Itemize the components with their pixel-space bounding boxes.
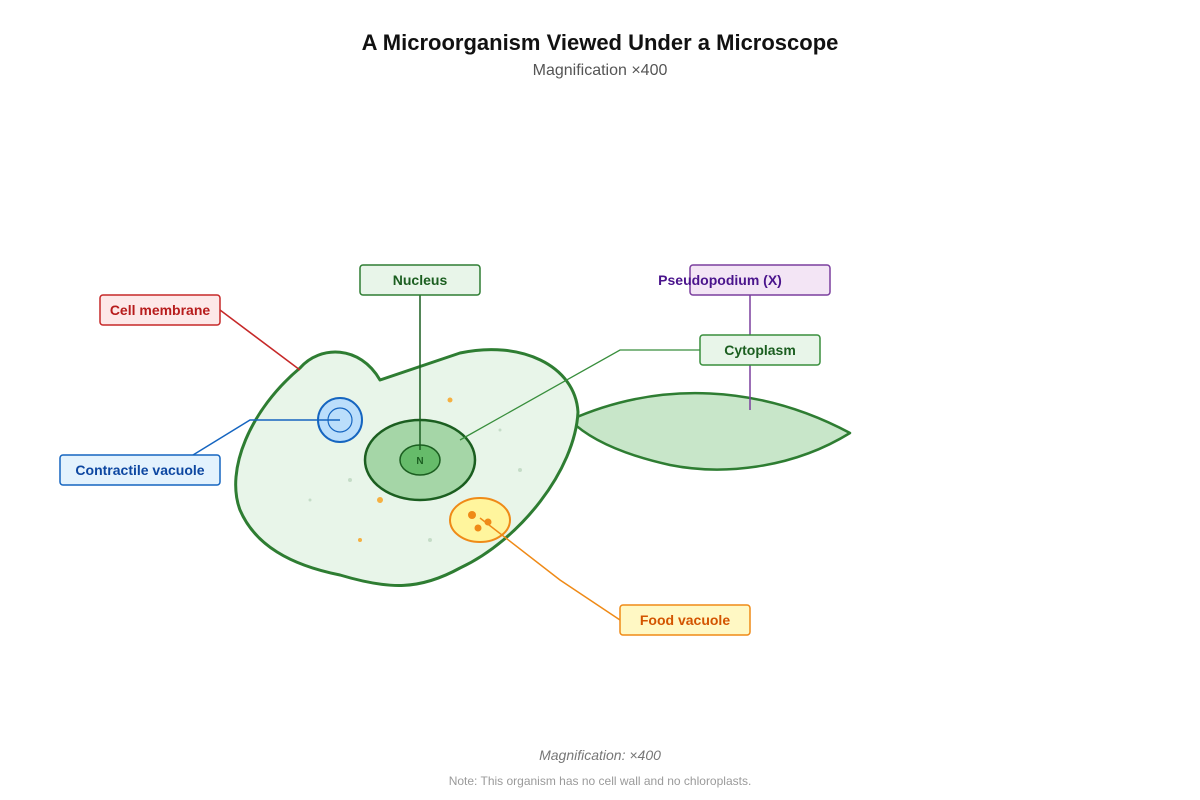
cytoplasm-leader: [459, 349, 700, 441]
label-cytoplasm: Cytoplasm: [699, 334, 821, 366]
granule: [377, 497, 383, 503]
footer-note: Note: This organism has no cell wall and…: [449, 774, 752, 788]
food-vacuole: [449, 497, 511, 543]
granule: [518, 468, 522, 472]
granule: [308, 498, 312, 502]
cytoplasm-granules: [308, 397, 522, 542]
cell-membrane-leader: [219, 309, 301, 371]
pseudopodium-label: Pseudopodium (X): [658, 272, 782, 288]
granule: [348, 478, 352, 482]
label-food-vacuole: Food vacuole: [619, 604, 751, 636]
food-vacuole-label: Food vacuole: [640, 612, 730, 628]
nucleus-label: Nucleus: [393, 272, 448, 288]
granule: [447, 397, 453, 403]
leader-lines: [192, 295, 751, 621]
label-contractile-vacuole: Contractile vacuole: [59, 454, 221, 486]
granule: [358, 538, 362, 542]
label-cell-membrane: Cell membrane: [99, 294, 221, 326]
nucleus-letter: N: [416, 456, 423, 467]
page-subtitle: Magnification ×400: [533, 62, 668, 79]
contractile-vacuole-leader: [192, 419, 340, 456]
page-title: A Microorganism Viewed Under a Microscop…: [362, 30, 839, 55]
contractile-vacuole-label: Contractile vacuole: [75, 462, 204, 478]
footer-magnification: Magnification: ×400: [539, 747, 661, 763]
granule: [428, 538, 432, 542]
pseudopodium-shape: [568, 391, 852, 471]
food-vacuole-leader: [479, 517, 621, 621]
label-pseudopodium: Pseudopodium (X): [658, 264, 831, 296]
granule: [498, 428, 502, 432]
cell-membrane-label: Cell membrane: [110, 302, 211, 318]
cytoplasm-label: Cytoplasm: [724, 342, 796, 358]
label-nucleus: Nucleus: [359, 264, 481, 296]
